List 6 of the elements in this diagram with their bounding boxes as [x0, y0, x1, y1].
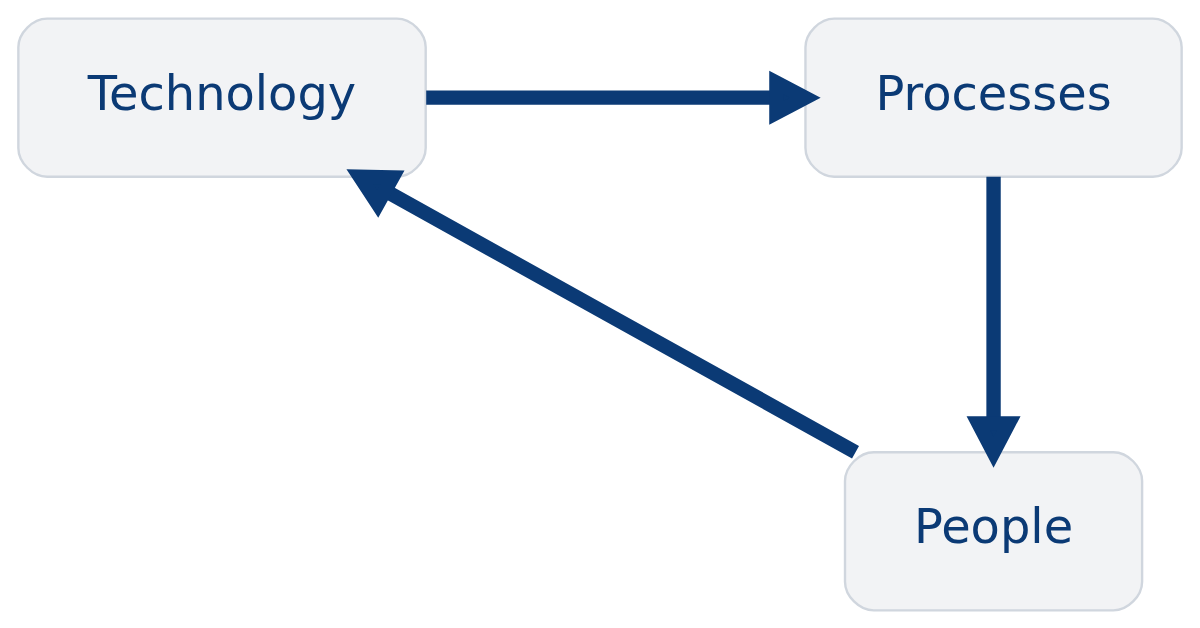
arrow — [966, 176, 1021, 468]
node-box: Processes — [804, 16, 1183, 178]
arrow — [346, 168, 859, 458]
node-box: People — [843, 450, 1144, 612]
node-box: Technology — [17, 16, 427, 178]
arrow — [426, 70, 821, 125]
